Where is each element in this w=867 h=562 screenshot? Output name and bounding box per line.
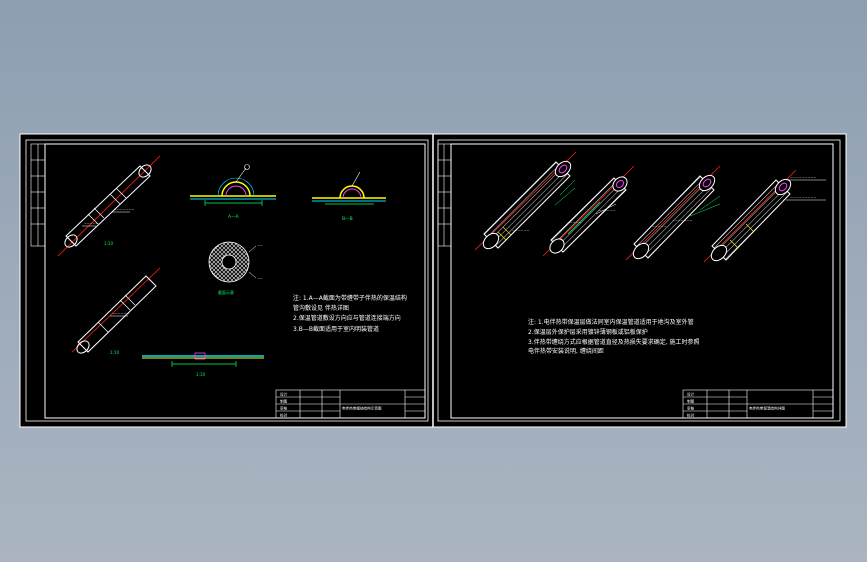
svg-text:~~~~~: ~~~~~ (84, 222, 99, 226)
sheet-right-inner-frame (450, 143, 834, 419)
pipe-iso-r2: ~~~~~~ ~~~~ (542, 165, 635, 257)
sheet-right-border (437, 139, 841, 422)
note-line-1: 注: 1.A—A截面为带缠带子伴热的保温结构 (293, 294, 407, 302)
title-block-right-text: 设计 制图 审核 校对 电伴热带保温结构详图 (687, 392, 785, 418)
tb-right-title: 电伴热带保温结构详图 (749, 406, 785, 411)
sheet-right: ~~~~~~ ~~~~~~ ~~~~ ~~~~~ ~~~~~~~ (437, 139, 841, 422)
title-block-left (275, 389, 426, 419)
svg-text:~~~~~~~~~: ~~~~~~~~~ (790, 176, 816, 180)
tb-right-r1: 设计 (687, 392, 695, 397)
notes-left: 注: 1.A—A截面为带缠带子伴热的保温结构 管沟敷设见 伴热详图 2.保温管道… (293, 294, 407, 333)
binding-strip-left (30, 143, 46, 247)
svg-text:~~~~~: ~~~~~ (652, 225, 667, 229)
tb-right-r2: 制图 (687, 399, 695, 404)
note-r-line-4: 电伴热带安装说明, 缠绕间距 (528, 347, 604, 355)
detail-label: 截面示意 (218, 289, 234, 295)
sheet-left: ~~~~~~~ ~~~~~ 1:10 A—A B— (25, 139, 429, 422)
svg-text:~~~~~~~~~: ~~~~~~~~~ (790, 196, 816, 200)
section-b: B—B (312, 171, 386, 222)
pipe-iso-1: ~~~~~~~ ~~~~~ 1:10 (57, 155, 161, 257)
tb-left-title: 电伴热带缠绕结构示意图 (342, 406, 382, 411)
svg-text:~~: ~~ (257, 244, 263, 248)
sheet-left-border (25, 139, 429, 422)
tb-left-r2: 制图 (280, 399, 288, 404)
svg-text:~~~~~~~: ~~~~~~~ (114, 208, 135, 212)
tb-left-r3: 审核 (280, 406, 288, 411)
svg-text:~~~~~~: ~~~~~~ (598, 209, 616, 213)
sheet-left-inner-frame (44, 143, 426, 419)
binding-strip-right (437, 143, 452, 247)
view-scale-2: 1:10 (110, 350, 119, 355)
pipe-iso-2: ~~~~~~ 1:10 (71, 267, 161, 355)
section-a-label: A—A (228, 214, 240, 220)
svg-text:~~~~~~~: ~~~~~~~ (672, 219, 693, 223)
tb-left-r1: 设计 (280, 392, 288, 397)
detail-circle: ~~ ~~ 截面示意 (208, 241, 263, 295)
title-block-left-text: 设计 制图 审核 校对 电伴热带缠绕结构示意图 (280, 392, 382, 418)
view-scale-3: 1:10 (196, 372, 205, 377)
svg-text:~~~~: ~~~~ (570, 221, 582, 225)
tb-right-r3: 审核 (687, 406, 695, 411)
svg-text:~~: ~~ (257, 277, 263, 281)
section-b-label: B—B (342, 216, 353, 222)
note-line-3: 2.保温管道敷设方向应与管道连接端方向 (293, 314, 401, 322)
view-scale-1: 1:10 (104, 241, 113, 246)
title-block-right (682, 389, 834, 419)
note-line-4: 3.B—B截面适用于室内明装管道 (293, 325, 379, 333)
note-r-line-3: 3.伴热带缠绕方式应根据管道直径及热损失要求确定, 施工时参照 (528, 338, 700, 346)
tb-right-r4: 校对 (687, 413, 695, 418)
note-line-2: 管沟敷设见 伴热详图 (293, 304, 349, 312)
pipe-iso-r1: ~~~~~~ (474, 151, 577, 251)
notes-right: 注: 1.电伴热带保温层做法同室内保温管道适用于地沟及室外管 2.保温层外保护层… (528, 318, 700, 355)
svg-text:~~~~~~: ~~~~~~ (112, 312, 130, 316)
section-a: A—A (190, 164, 276, 220)
pipe-iso-r3: ~~~~~ ~~~~~~~ (625, 165, 721, 261)
svg-text:~~~~~~: ~~~~~~ (512, 229, 530, 233)
section-c: 1:10 (142, 352, 264, 377)
note-r-line-2: 2.保温层外保护层采用镀锌薄钢板或铝板保护 (528, 328, 648, 336)
pipe-iso-r4: ~~~~~~~~~ ~~~~~~~~~ (703, 169, 826, 263)
note-r-line-1: 注: 1.电伴热带保温层做法同室内保温管道适用于地沟及室外管 (528, 318, 694, 326)
tb-left-r4: 校对 (280, 413, 288, 418)
